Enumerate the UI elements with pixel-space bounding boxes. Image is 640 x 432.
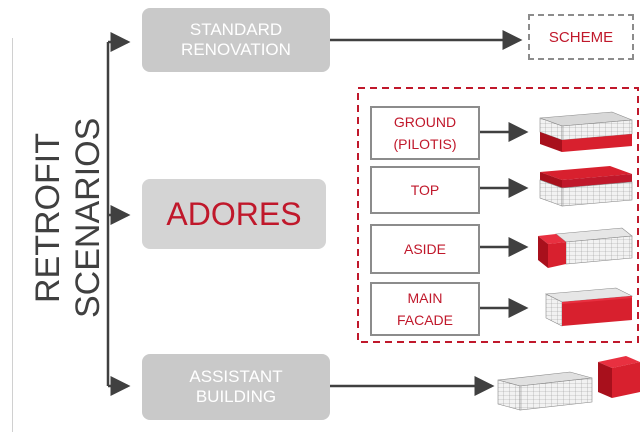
option-main-line2: FACADE xyxy=(396,312,453,328)
option-aside: ASIDE xyxy=(370,224,480,274)
option-top-label: TOP xyxy=(410,182,440,198)
adores-box: ADORES xyxy=(142,179,326,249)
root-border-line xyxy=(12,38,13,432)
option-ground-line1: GROUND xyxy=(393,114,457,130)
main-facade-building-icon xyxy=(544,287,634,327)
assistant-building-line1: ASSISTANT xyxy=(189,367,283,386)
aside-building-icon xyxy=(538,227,633,268)
assistant-building-line2: BUILDING xyxy=(195,387,277,406)
assistant-building-box: ASSISTANT BUILDING xyxy=(142,354,330,420)
option-main-line1: MAIN xyxy=(407,290,443,306)
standard-renovation-line2: RENOVATION xyxy=(181,40,291,59)
scheme-box: SCHEME xyxy=(528,14,634,60)
standard-renovation-box: STANDARD RENOVATION xyxy=(142,8,330,72)
option-ground-line2: (PILOTIS) xyxy=(393,136,457,152)
standard-renovation-line1: STANDARD xyxy=(189,20,283,39)
scheme-label: SCHEME xyxy=(548,28,614,46)
assistant-building-icon xyxy=(497,356,640,411)
option-top: TOP xyxy=(370,166,480,214)
option-main-facade: MAIN FACADE xyxy=(370,282,480,336)
ground-pilotis-building-icon xyxy=(539,111,633,152)
option-aside-label: ASIDE xyxy=(403,241,446,257)
adores-label: ADORES xyxy=(166,196,302,232)
option-ground-pilotis: GROUND (PILOTIS) xyxy=(370,106,480,160)
top-building-icon xyxy=(539,166,633,207)
